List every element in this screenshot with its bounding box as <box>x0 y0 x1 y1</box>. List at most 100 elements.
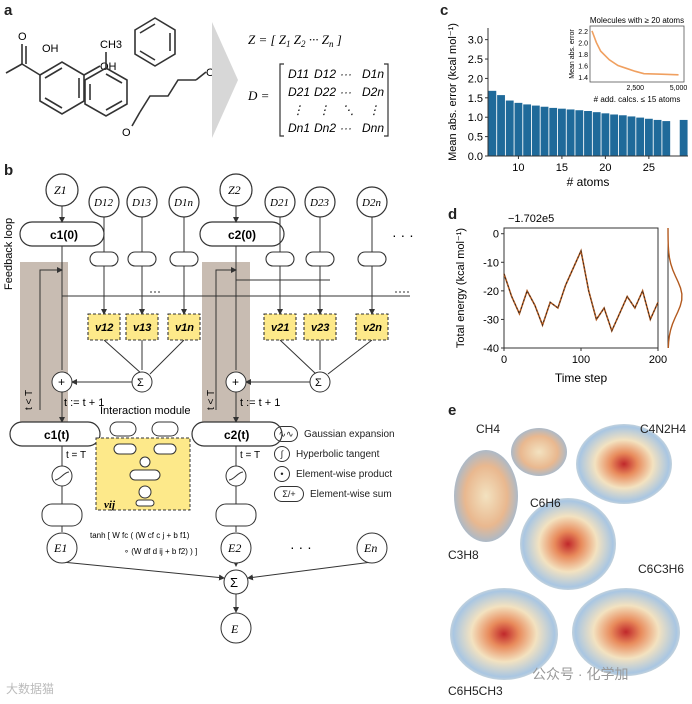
mol-label-o: O <box>18 31 27 43</box>
svg-text:D23: D23 <box>309 197 329 209</box>
d-node-1n: D1n <box>168 186 200 218</box>
svg-text:En: En <box>363 541 377 555</box>
tanh-icon: ∫ <box>274 446 290 462</box>
product-icon: • <box>274 466 290 482</box>
y-tick-label: 0.0 <box>468 151 483 163</box>
vij-label: vij <box>104 499 116 511</box>
svg-text:Σ: Σ <box>230 575 238 590</box>
svg-text:⋮: ⋮ <box>292 103 304 117</box>
d-node-13: D13 <box>126 186 158 218</box>
svg-text:+: + <box>232 375 239 389</box>
d-eq-label: D = <box>247 88 269 103</box>
svg-text:⋱: ⋱ <box>342 103 354 117</box>
bar-9 <box>505 100 514 156</box>
svg-text:E1: E1 <box>53 541 67 555</box>
inset-y-tick-label: 2.0 <box>578 40 588 47</box>
dots-energy: · · · <box>290 539 312 555</box>
energy-series-line <box>503 248 659 334</box>
svg-text:c1(t): c1(t) <box>44 428 69 442</box>
bar-13 <box>540 106 549 156</box>
mol-label-ch3: CH3 <box>100 39 122 51</box>
t-update-2: t := t + 1 <box>240 397 280 409</box>
sum-node-1: Σ <box>131 371 153 393</box>
interaction-module-icons <box>109 421 179 437</box>
v-node-23: v23 <box>311 322 329 334</box>
gaussian-expansion-nodes <box>89 251 387 267</box>
interaction-module-title: Interaction module <box>100 405 191 417</box>
svg-text:Σ: Σ <box>315 377 322 389</box>
label-c4n2h4: C4N2H4 <box>640 422 687 436</box>
dialdehyde-structure <box>131 71 207 127</box>
t-lt-T-1: t < T <box>24 390 35 410</box>
label-c3h8: C3H8 <box>448 548 479 562</box>
legend-sum: Σ/+Element-wise sum <box>274 486 392 502</box>
x-tick-label: 10 <box>512 162 524 174</box>
inset-x-tick-label: 5,000 <box>670 85 688 92</box>
svg-text:Z1: Z1 <box>54 183 67 197</box>
svg-text:D2n: D2n <box>361 197 381 209</box>
svg-text:D2n: D2n <box>362 85 384 99</box>
panel-label-d: d <box>448 206 458 223</box>
svg-text:D11: D11 <box>288 67 309 81</box>
surface-ch4 <box>511 428 567 476</box>
dense-box-2 <box>215 503 257 527</box>
ct-box-2: c2(t) <box>191 421 283 447</box>
z-node-1: Z1 <box>45 173 79 207</box>
x-tick-label: 100 <box>572 354 590 366</box>
y-tick-label: 3.0 <box>468 35 483 47</box>
svg-text:D21: D21 <box>269 197 289 209</box>
y-tick-label: 0.5 <box>468 132 483 144</box>
feedback-arrow-2 <box>215 267 237 410</box>
d-node-23: D23 <box>304 186 336 218</box>
tanh-node-2 <box>225 465 247 487</box>
watermark-2: 大数据猫 <box>6 682 55 696</box>
surface-c4n2h4 <box>576 424 672 504</box>
bar-18 <box>584 111 592 156</box>
benzene-structure <box>134 17 176 67</box>
sum-node-2: Σ <box>309 371 331 393</box>
x-tick-label: 15 <box>556 162 568 174</box>
chart-d-offset: −1.702e5 <box>508 213 554 225</box>
y-tick-label: 1.0 <box>468 112 483 124</box>
z-vector: Z = [ Z1 Z2 ··· Zn ] <box>248 32 342 49</box>
panel-label-a: a <box>4 2 13 19</box>
bar-14 <box>549 107 558 156</box>
plus-node-2: + <box>225 371 247 393</box>
chart-d-ylabel: Total energy (kcal mol⁻¹) <box>455 228 467 348</box>
y-tick-label: -20 <box>483 286 499 298</box>
inset-x-tick-label: 2,500 <box>627 85 645 92</box>
bar-11 <box>523 104 532 156</box>
svg-text:D12: D12 <box>93 197 113 209</box>
v-node-1n: v1n <box>175 322 194 334</box>
svg-text:···: ··· <box>340 67 352 81</box>
y-tick-label: 1.5 <box>468 93 483 105</box>
surface-c6h5ch3 <box>450 588 558 680</box>
energy-node-1: E1 <box>46 532 78 564</box>
inset-line <box>591 30 679 76</box>
mol-label-oh-2: OH <box>100 61 117 73</box>
energy-node-2: E2 <box>220 532 252 564</box>
dots-top: · · · <box>392 227 414 243</box>
svg-text:D13: D13 <box>131 197 151 209</box>
bar-25 <box>644 118 653 156</box>
bar-24 <box>636 117 645 156</box>
inset-y-tick-label: 1.4 <box>578 75 588 82</box>
t-eq-T-2: t = T <box>240 450 260 461</box>
bar-21 <box>610 114 618 156</box>
salicylic-acid-structure <box>5 44 101 115</box>
y-tick-label: -40 <box>483 343 499 355</box>
t-eq-T-1: t = T <box>66 450 86 461</box>
x-tick-label: 25 <box>643 162 655 174</box>
d-node-12: D12 <box>88 186 120 218</box>
t-update-1: t := t + 1 <box>64 397 104 409</box>
bar-23 <box>627 116 636 156</box>
svg-text:⋮: ⋮ <box>318 103 330 117</box>
ct-box-1: c1(t) <box>9 421 101 447</box>
svg-text:Dn1: Dn1 <box>288 121 310 135</box>
tanh-node-1 <box>51 465 73 487</box>
panel-label-b: b <box>4 162 14 179</box>
energy-fit-line <box>503 249 659 332</box>
